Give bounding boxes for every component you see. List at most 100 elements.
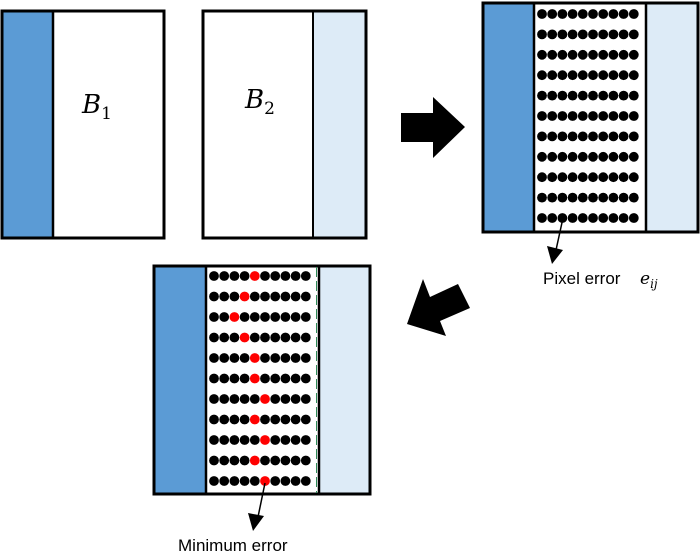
pixel-dot: [229, 476, 240, 486]
pixel-dot: [280, 332, 291, 343]
pixel-dot: [219, 312, 230, 322]
pixel-dot: [280, 291, 291, 302]
pixel-dot: [209, 476, 219, 486]
b1-overlap-strip: [2, 11, 53, 238]
pixel-dot: [628, 9, 639, 19]
pixel-dot: [547, 131, 558, 142]
pixel-dot: [588, 90, 598, 101]
pixel-dot: [270, 414, 281, 425]
pixel-dot: [270, 394, 281, 404]
pixel-dot: [280, 353, 291, 363]
block-b1: B1: [0, 9, 166, 240]
pixel-dot: [219, 394, 230, 404]
pixel-dot: [239, 394, 250, 404]
pixel-dot: [290, 373, 301, 384]
pixel-dot: [249, 476, 260, 486]
pixel-dot: [229, 414, 240, 425]
pixel-dot: [608, 172, 619, 183]
right-arrow-icon: [401, 97, 465, 158]
b2-label: B2: [244, 85, 275, 119]
pixel-dot: [618, 70, 629, 81]
pixel-dot: [280, 394, 291, 404]
pixel-dot: [229, 394, 240, 404]
b2-overlap-strip: [313, 11, 366, 238]
down-left-arrow-icon: [407, 279, 470, 336]
pixel-dot: [280, 414, 291, 425]
pixel-dot: [557, 151, 568, 162]
pixel-dot: [588, 172, 598, 183]
pixel-error-label: Pixel error: [543, 269, 621, 288]
pixel-dot: [280, 435, 291, 445]
pixel-dot: [588, 111, 598, 121]
pixel-dot: [239, 414, 250, 425]
pixel-dot: [280, 312, 291, 322]
pixel-dot: [557, 49, 568, 60]
pixel-dot: [249, 332, 260, 343]
min-error-pixel: [260, 435, 270, 445]
pixel-dot: [229, 455, 240, 466]
seam-b2-strip: [319, 266, 370, 494]
pixel-dot: [537, 9, 547, 19]
pixel-dot: [588, 70, 598, 81]
pixel-dot: [249, 394, 260, 404]
pixel-dot: [270, 353, 281, 363]
pixel-dot: [618, 192, 629, 203]
pixel-dot: [628, 70, 639, 81]
pixel-dot: [598, 49, 609, 60]
pixel-dot: [300, 373, 311, 384]
pixel-dot: [557, 172, 568, 183]
pixel-dot: [239, 476, 250, 486]
pixel-dot: [628, 151, 639, 162]
pixel-dot: [219, 455, 230, 466]
pixel-dot: [537, 213, 547, 223]
pixel-dot: [209, 414, 219, 425]
pixel-dot: [229, 291, 240, 302]
pixel-dot: [209, 312, 219, 322]
pixel-dot: [567, 213, 578, 223]
pixel-dot: [598, 151, 609, 162]
pixel-dot: [618, 172, 629, 183]
pixel-dot: [577, 213, 588, 223]
pixel-dot: [618, 111, 629, 121]
pixel-dot: [260, 291, 270, 302]
composite-outline: [481, 1, 700, 234]
pixel-dot: [219, 332, 230, 343]
pixel-dot: [300, 476, 311, 486]
pixel-dot: [537, 131, 547, 142]
pixel-dot: [567, 9, 578, 19]
min-error-pixel: [260, 476, 270, 486]
pixel-dot: [608, 70, 619, 81]
pixel-dot: [577, 49, 588, 60]
pixel-dot: [628, 131, 639, 142]
pixel-dot: [547, 213, 558, 223]
pixel-dot: [598, 192, 609, 203]
pixel-dot: [608, 151, 619, 162]
pixel-dot: [547, 29, 558, 40]
pixel-dot: [547, 9, 558, 19]
min-error-pixel: [239, 332, 250, 343]
pixel-dot: [588, 151, 598, 162]
seam-grid: [209, 271, 311, 486]
pixel-dot: [598, 70, 609, 81]
pixel-dot: [219, 291, 230, 302]
pixel-dot: [628, 172, 639, 183]
pixel-dot: [628, 29, 639, 40]
seam-result: Minimum error: [152, 264, 372, 555]
pixel-dot: [239, 455, 250, 466]
pixel-dot: [209, 353, 219, 363]
min-error-arrowhead-icon: [248, 513, 264, 531]
pixel-dot: [598, 131, 609, 142]
pixel-dot: [628, 111, 639, 121]
pixel-dot: [577, 70, 588, 81]
pixel-dot: [280, 271, 291, 281]
composite-b2-strip: [646, 3, 698, 232]
pixel-dot: [598, 111, 609, 121]
pixel-dot: [537, 111, 547, 121]
pixel-dot: [300, 353, 311, 363]
pixel-dot: [239, 312, 250, 322]
pixel-dot: [537, 29, 547, 40]
pixel-dot: [608, 111, 619, 121]
pixel-dot: [209, 435, 219, 445]
pixel-dot: [260, 373, 270, 384]
pixel-dot: [290, 476, 301, 486]
